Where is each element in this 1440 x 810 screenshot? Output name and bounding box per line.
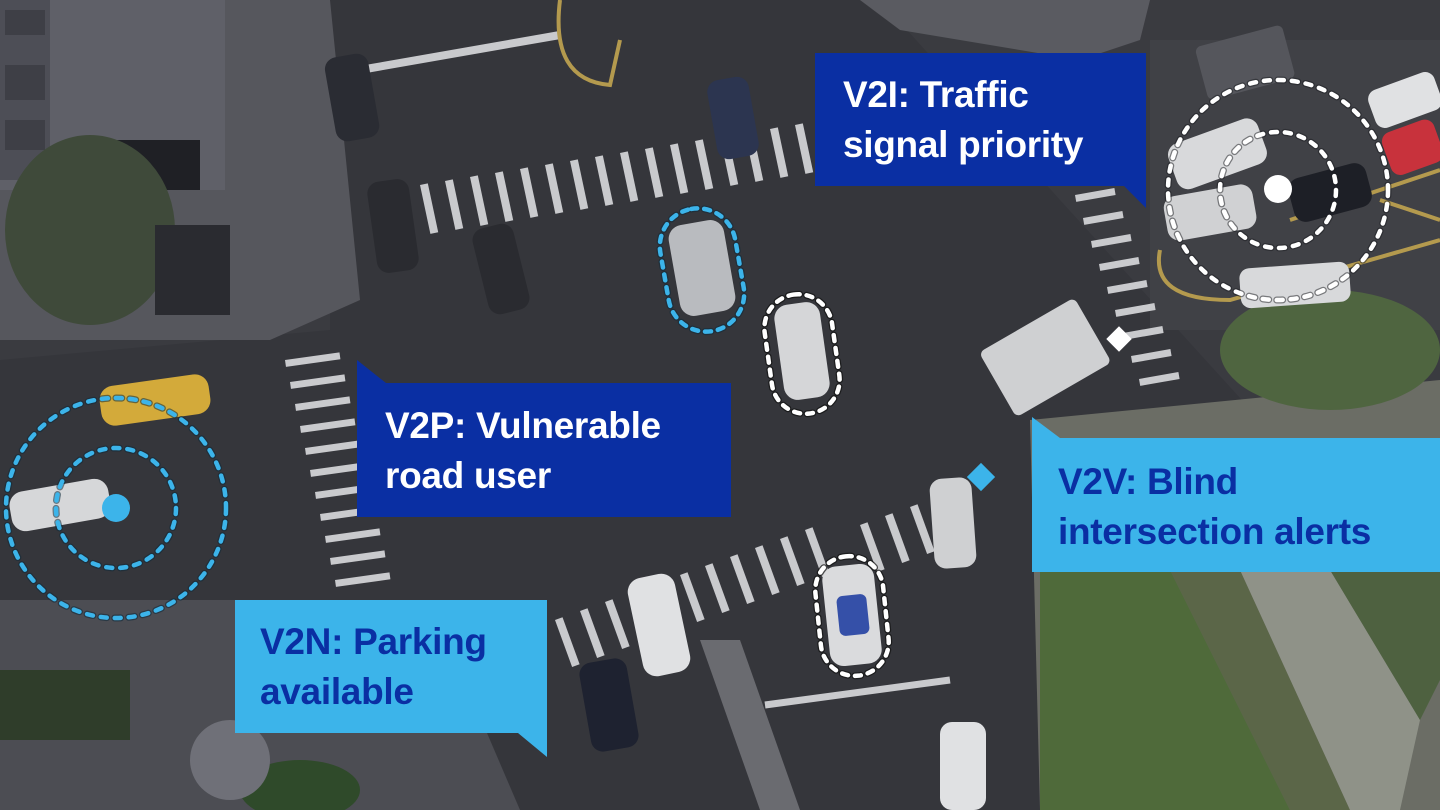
v2v-callout-title: V2V: Blind [1058,461,1238,502]
v2p-callout: V2P: Vulnerable road user [385,401,661,501]
crosswalk-bottom [555,504,935,667]
tree [5,135,175,325]
v2v-callout-subtitle: intersection alerts [1058,511,1372,552]
v2n-callout-subtitle: available [260,671,414,712]
crosswalk-left [284,352,391,587]
v2i-callout-subtitle: signal priority [843,124,1084,165]
v2i-callout: V2I: Traffic signal priority [843,70,1083,170]
v2i-callout-title: V2I: Traffic [843,74,1029,115]
v2n-callout: V2N: Parking available [260,617,487,717]
v2p-callout-title: V2P: Vulnerable [385,405,661,446]
v2v-callout: V2V: Blind intersection alerts [1058,457,1371,557]
v2p-callout-subtitle: road user [385,455,551,496]
building-top-left [0,0,225,192]
v2n-callout-title: V2N: Parking [260,621,487,662]
